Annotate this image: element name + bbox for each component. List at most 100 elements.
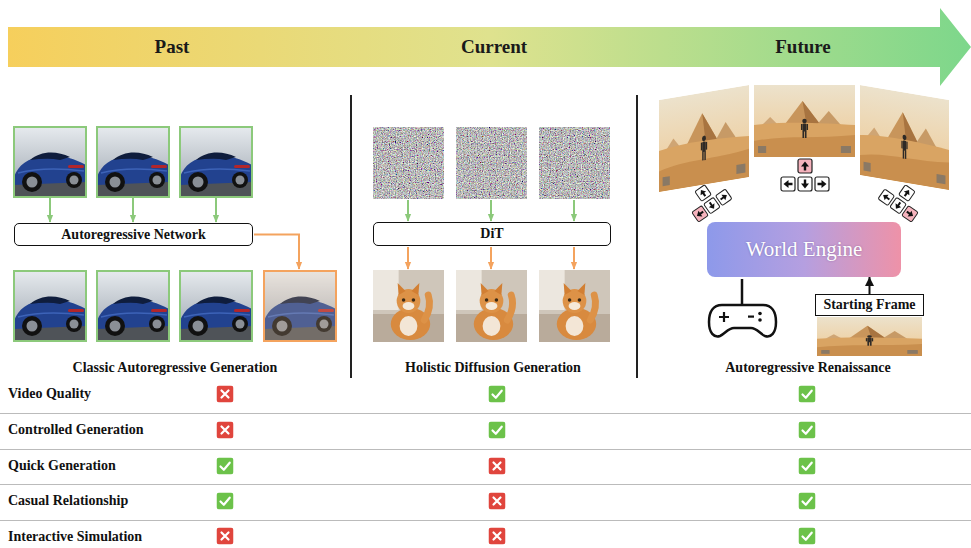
check-mark [799,528,816,545]
flow-arrow [573,247,575,269]
car-frame [97,271,169,341]
car-frame [14,271,86,341]
gamepad-icon [758,312,762,316]
column-caption: Autoregressive Renaissance [725,360,891,376]
arrow-keys-icon [905,209,915,219]
noise-image [456,127,527,199]
gamepad-icon [748,316,754,318]
flow-arrow [132,198,134,222]
noise-image [539,127,610,199]
table-rule [0,414,971,521]
column-caption: Classic Autoregressive Generation [73,360,278,376]
check-mark [489,422,506,439]
cat-image [539,270,610,342]
gamepad-icon [719,312,729,322]
table-rule [0,413,971,414]
arrow-keys-icon [698,188,708,198]
car-frame [264,271,336,341]
car-frame [180,127,252,197]
game-screenshot [659,85,749,192]
check-mark [799,386,816,403]
arrow-keys-icon [707,200,717,210]
input-box: Starting Frame [815,294,924,316]
car-frame [97,127,169,197]
car-frame [264,271,336,341]
column-divider [351,95,637,378]
process-box: Autoregressive Network [14,223,253,246]
car-frame [180,271,252,341]
arrow-keys-icon [798,177,812,191]
cat-image [456,270,527,342]
period-label: Current [461,36,527,58]
arrow-keys-icon [818,180,827,188]
arrow-keys-icon [719,192,729,202]
car-frame [97,127,169,197]
arrow-keys-icon [683,176,732,222]
text-slot: Classic Autoregressive Generation [73,360,278,376]
check-mark [799,458,816,475]
noise-image [373,127,610,199]
box-label: Starting Frame [823,297,915,313]
text-slot: Casual Relationship [8,493,128,509]
arrow-keys-icon [801,162,809,171]
car-frame [14,127,336,341]
game-screenshot [860,85,949,190]
text-slot: Future [775,36,831,58]
text-slot: Past [155,36,190,58]
box-label: DiT [480,226,503,242]
check-mark [489,493,506,510]
car-frame [180,127,252,197]
car-frame [97,271,169,341]
text-slot: Interactive Simulation [8,529,142,545]
row-header: Quick Generation [8,458,116,474]
timeline-arrow: Past Current Future [8,8,971,86]
column-divider [636,95,638,378]
check-mark [489,528,506,545]
game-screenshot [659,85,949,356]
car-frame [264,271,336,341]
text-slot: Holistic Diffusion Generation [405,360,581,376]
game-screenshot [659,85,749,192]
arrow-keys-icon [695,209,705,219]
arrow-keys-icon [798,159,812,173]
arrow-keys-icon [715,189,732,206]
row-header: Controlled Generation [8,422,143,438]
arrow-keys-icon [902,206,919,223]
box-label: World Engine [746,237,863,262]
cat-image [373,270,610,342]
arrow-keys-icon [893,200,903,210]
table-rule [0,449,971,450]
check-mark [217,386,234,403]
arrow-keys-icon [683,159,927,222]
arrow-keys-icon [899,185,916,202]
arrow-keys-icon [784,180,793,188]
table-rule [0,484,971,485]
check-mark [489,386,506,403]
check-mark [489,458,506,475]
arrow-keys-icon [781,159,829,191]
gamepad-icon [709,279,776,336]
check-mark [217,422,234,439]
text-slot: Controlled Generation [8,422,143,438]
arrow-band [8,8,971,86]
column-divider [350,95,352,378]
car-frame [14,127,86,197]
text-slot: Quick Generation [8,458,116,474]
engine-box: World Engine [707,222,901,277]
flow-arrow [407,247,409,269]
text-slot: Autoregressive Renaissance [725,360,891,376]
check-mark [217,528,234,545]
cat-image [373,270,444,342]
arrow-keys-icon [801,180,809,189]
flow-arrow [869,277,871,294]
table-rule [0,520,971,521]
car-frame [180,271,252,341]
gamepad-icon [741,279,744,305]
flow-arrow [407,200,409,221]
period-label: Past [155,36,190,58]
row-header: Video Quality [8,386,91,402]
text-slot: Current [461,36,527,58]
car-frame [14,127,86,197]
flow-arrow [254,235,299,270]
game-screenshot [860,85,949,190]
